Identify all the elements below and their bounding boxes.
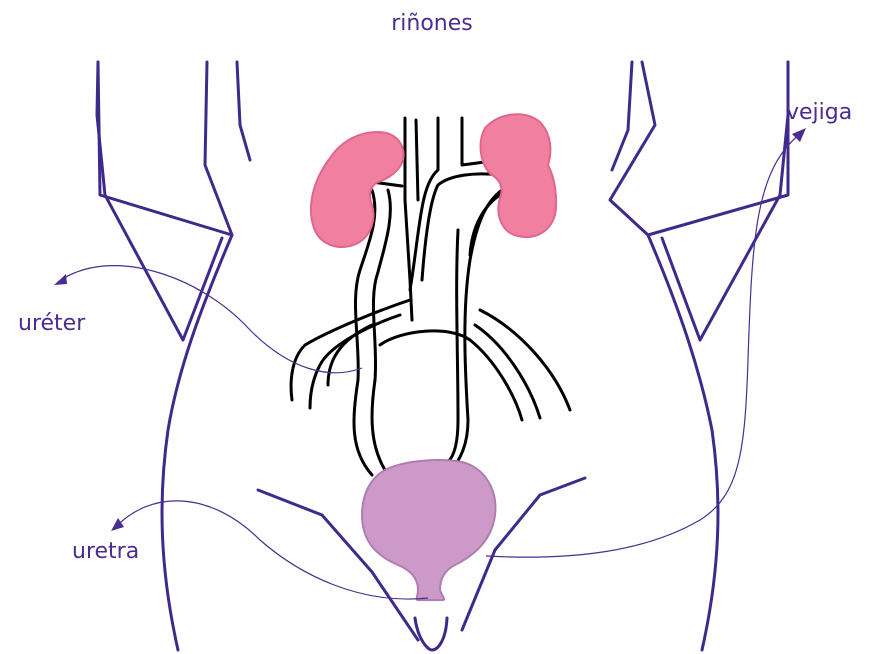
right-arm-outer-edge — [610, 62, 655, 235]
iliac-left-inner — [328, 325, 372, 385]
leader-ureter — [58, 266, 362, 373]
left-arm-side — [237, 62, 250, 160]
arrowhead-urethra — [111, 518, 124, 531]
left-arm-outer-edge — [205, 62, 232, 235]
bladder — [362, 460, 495, 600]
label-kidneys: riñones — [391, 11, 473, 36]
urethra-tip — [415, 618, 447, 650]
vessel-left-main-2 — [416, 120, 418, 200]
ureter-left-inner — [372, 190, 390, 470]
iliac-right-mid — [475, 325, 540, 418]
right-torso-outline — [648, 62, 788, 650]
right-arm-side — [612, 62, 632, 170]
label-ureter: uréter — [18, 311, 86, 336]
label-bladder: vejiga — [786, 100, 852, 125]
arrowhead-ureter — [54, 274, 67, 285]
iliac-right-inner — [470, 340, 522, 420]
ureter-right-line2 — [448, 230, 458, 462]
ureter-right-inner — [470, 195, 500, 255]
iliac-right-outer — [480, 310, 570, 410]
renal-vessel-right — [422, 174, 500, 280]
right-kidney — [481, 114, 557, 237]
iliac-left-outer — [291, 300, 410, 400]
label-urethra: uretra — [72, 539, 139, 564]
